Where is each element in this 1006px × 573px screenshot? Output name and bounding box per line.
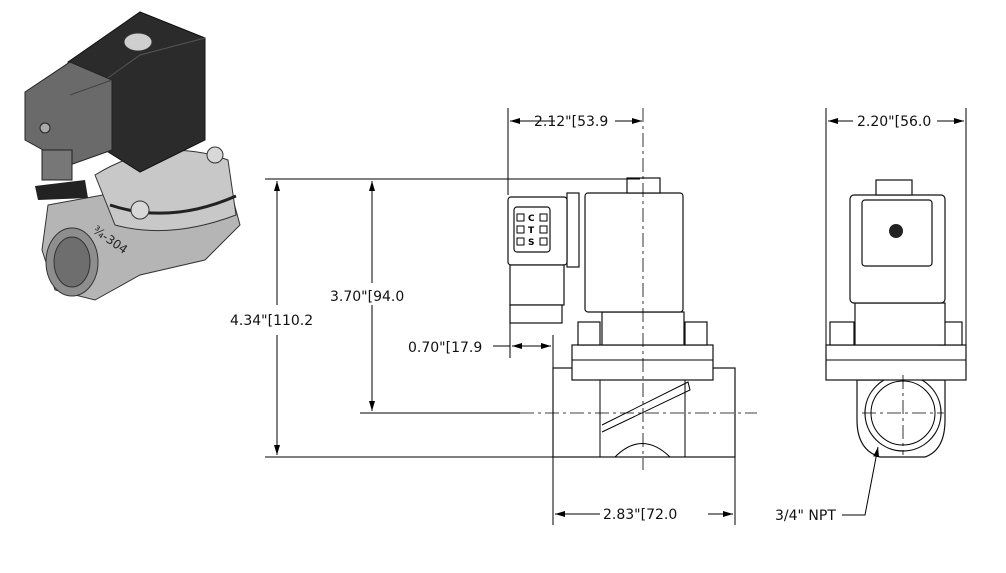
dim-body-length: 2.83"[72.0 — [603, 507, 677, 523]
label-c: C — [528, 214, 535, 224]
dim-side-width: 2.20"[56.0 — [857, 114, 931, 130]
dim-front-width: 2.12"[53.9 — [534, 114, 608, 130]
front-view: C T S — [507, 108, 757, 470]
dim-connector-offset: 0.70"[17.9 — [408, 340, 482, 356]
dim-port-size: 3/4" NPT — [775, 508, 836, 524]
dim-overall-height: 4.34"[110.2 — [230, 313, 313, 329]
label-s: S — [528, 238, 534, 248]
isometric-view: ¾-304 — [24, 11, 241, 301]
connector-labels: C T S — [516, 213, 548, 248]
label-t: T — [528, 226, 535, 236]
side-view — [825, 179, 967, 458]
dimensions: 2.12"[53.9 2.20"[56.0 4.34"[110.2 3.70"[… — [230, 108, 967, 525]
dim-center-height: 3.70"[94.0 — [330, 289, 404, 305]
